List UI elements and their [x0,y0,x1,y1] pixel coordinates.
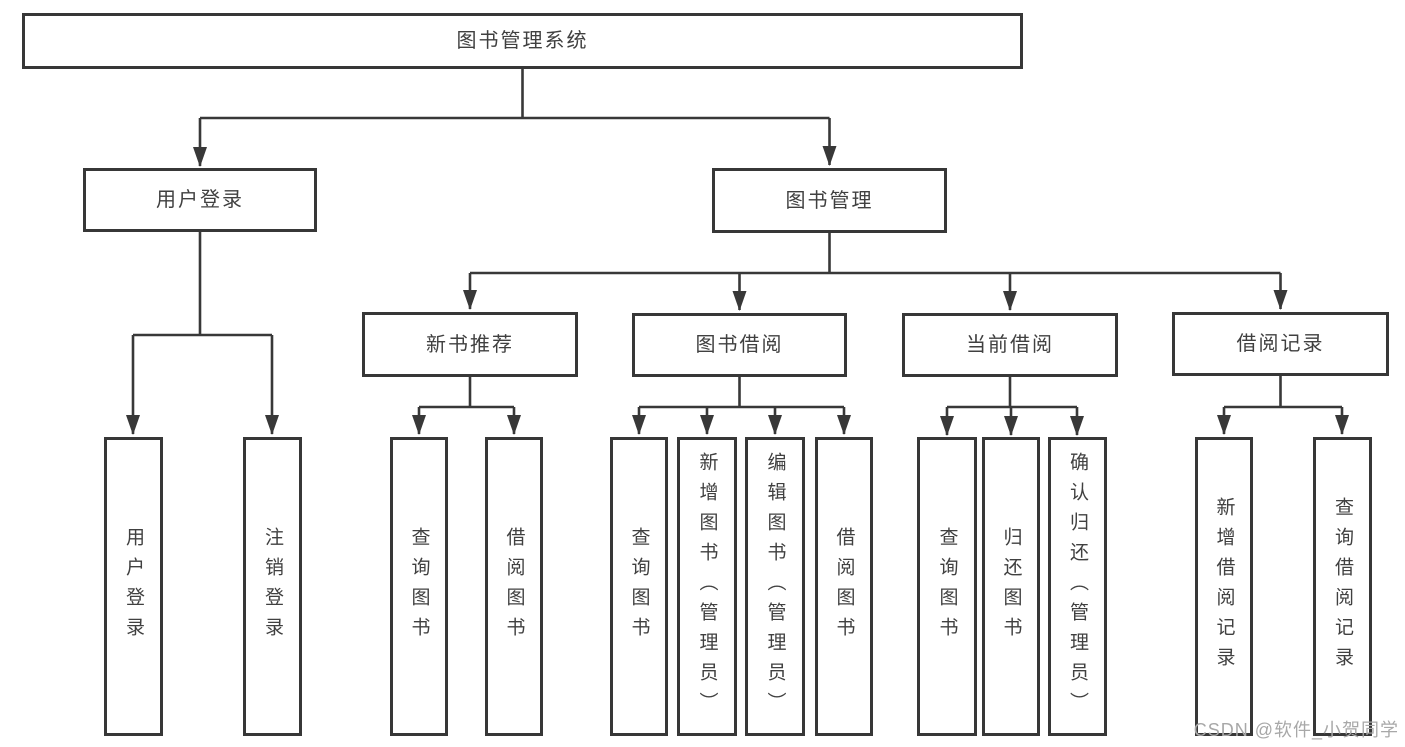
node-label: 图书管理 [785,189,874,212]
node-borrow-records: 借阅记录 [1172,312,1389,376]
leaf-query-borrow-record: 查询借阅记录 [1313,437,1372,736]
node-user-login: 用户登录 [83,168,317,232]
node-label: 用户登录 [156,189,244,211]
leaf-query-books-2: 查询图书 [610,437,668,736]
node-label: 新书推荐 [426,333,514,356]
leaf-query-books-1: 查询图书 [390,437,448,736]
node-label: 图书管理系统 [456,30,589,52]
node-label: 确认归还（管理员） [1067,451,1088,722]
node-label: 新增借阅记录 [1213,496,1235,677]
leaf-add-borrow-record: 新增借阅记录 [1195,437,1253,736]
node-label: 注销登录 [262,526,283,647]
leaf-add-book-admin: 新增图书（管理员） [677,437,737,736]
leaf-confirm-return-admin: 确认归还（管理员） [1048,437,1107,736]
node-label: 借阅图书 [833,526,855,647]
leaf-user-login: 用户登录 [104,437,163,736]
node-current-borrow: 当前借阅 [902,313,1118,377]
csdn-watermark: CSDN @软件_小贺同学 [1193,720,1399,740]
node-label: 借阅图书 [503,526,525,647]
node-label: 用户登录 [123,526,144,647]
leaf-borrow-books-1: 借阅图书 [485,437,543,736]
node-book-borrow: 图书借阅 [632,313,847,377]
node-label: 借阅记录 [1236,333,1325,355]
leaf-query-books-3: 查询图书 [917,437,977,736]
node-library-management-system: 图书管理系统 [22,13,1023,69]
leaf-logout: 注销登录 [243,437,302,736]
node-label: 图书借阅 [695,334,784,356]
leaf-borrow-books-2: 借阅图书 [815,437,873,736]
node-label: 编辑图书（管理员） [764,451,786,722]
node-book-management: 图书管理 [712,168,947,233]
node-new-book-recommend: 新书推荐 [362,312,578,377]
node-label: 查询图书 [408,526,430,647]
node-label: 新增图书（管理员） [696,451,718,722]
node-label: 查询图书 [936,526,958,647]
leaf-return-book: 归还图书 [982,437,1040,736]
node-label: 归还图书 [1000,526,1022,647]
node-label: 当前借阅 [966,334,1054,356]
leaf-edit-book-admin: 编辑图书（管理员） [745,437,805,736]
node-label: 查询借阅记录 [1332,496,1353,677]
node-label: 查询图书 [628,526,650,647]
